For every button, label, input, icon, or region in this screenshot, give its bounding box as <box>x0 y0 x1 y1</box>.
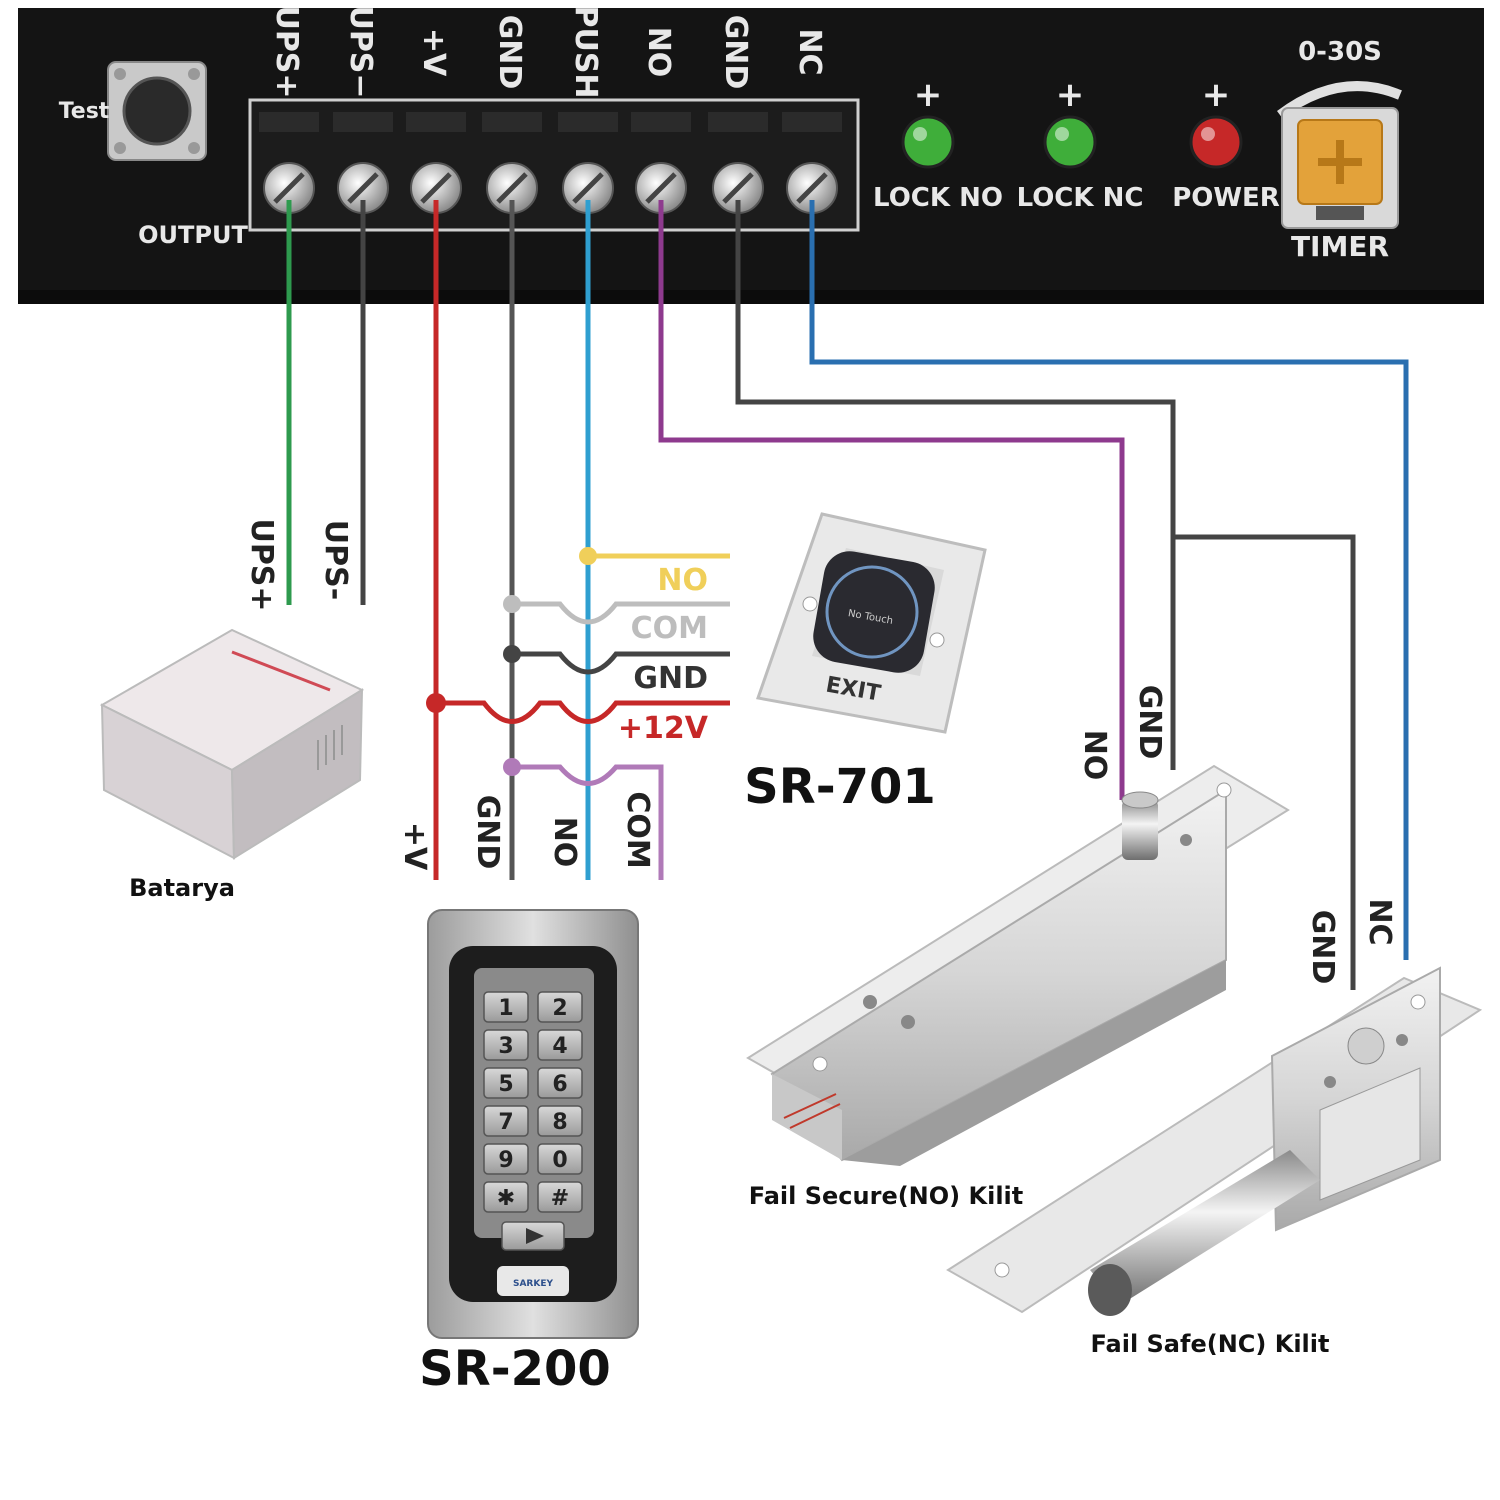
battery-wire-label-ups-plus: UPS+ <box>244 518 279 611</box>
keypad-key[interactable]: 7 <box>483 1105 529 1137</box>
keypad-key-label: 9 <box>498 1148 513 1173</box>
fail-safe-lock <box>946 966 1483 1316</box>
exit-button-device[interactable]: No Touch EXIT <box>756 512 987 734</box>
keypad-wire-label-plus-v: +V <box>397 822 432 871</box>
keypad-key[interactable]: # <box>537 1181 583 1213</box>
exit-label-gnd: GND <box>633 661 708 696</box>
enter-icon <box>526 1228 544 1244</box>
fail-safe-wire-label-nc: NC <box>1362 898 1397 945</box>
keypad-brand: SARKEY <box>513 1279 553 1289</box>
wire-exit-12v <box>436 700 730 724</box>
keypad-key-label: 1 <box>498 996 513 1021</box>
led-polarity: + <box>1202 75 1231 115</box>
fail-secure-caption: Fail Secure(NO) Kilit <box>749 1182 1024 1210</box>
fail-secure-wire-label-no: NO <box>1077 730 1112 781</box>
terminal-label: UPS+ <box>269 5 304 98</box>
exit-label-no: NO <box>657 563 708 598</box>
led-lamp <box>1189 115 1243 169</box>
terminal-screw <box>558 112 618 214</box>
exit-label-com: COM <box>631 611 708 646</box>
terminal-label: NC <box>792 28 827 75</box>
keypad-key[interactable]: 4 <box>537 1029 583 1061</box>
fail-safe-wire-label-gnd: GND <box>1305 910 1340 985</box>
terminal-screw <box>482 112 542 214</box>
keypad-key-label: 5 <box>498 1072 513 1097</box>
terminal-screw <box>259 112 319 214</box>
test-button[interactable] <box>107 61 207 161</box>
keypad-key-label: 0 <box>552 1148 567 1173</box>
led-polarity: + <box>914 75 943 115</box>
keypad-key-label: 2 <box>552 996 567 1021</box>
keypad-key-label: 7 <box>498 1110 513 1135</box>
test-label: Test <box>59 99 110 124</box>
timer-range: 0-30S <box>1298 37 1382 67</box>
controller-panel: Test OUTPUT UPS+ UPS− +V GND PUSH NO GND NC + LO… <box>18 5 1484 304</box>
keypad-device[interactable]: 1 2 3 4 5 6 7 8 9 0 ✱ # SARKEY <box>427 909 639 1339</box>
led-polarity: + <box>1056 75 1085 115</box>
led-label: POWER <box>1172 183 1280 213</box>
terminal-label: PUSH <box>568 5 603 98</box>
fail-secure-lock <box>746 764 1290 1166</box>
keypad-key[interactable]: 8 <box>537 1105 583 1137</box>
keypad-key-label: 8 <box>552 1110 567 1135</box>
keypad-key-label: 6 <box>552 1072 567 1097</box>
keypad-wire-label-gnd: GND <box>470 795 505 870</box>
battery-box <box>99 628 365 860</box>
keypad-key[interactable]: 1 <box>483 991 529 1023</box>
led-lamp <box>901 115 955 169</box>
battery-wire-label-ups-minus: UPS- <box>318 520 353 600</box>
terminal-labels: UPS+ UPS− +V GND PUSH NO GND NC <box>269 5 827 98</box>
status-led: + POWER <box>1172 75 1280 213</box>
terminal-screw <box>631 112 691 214</box>
keypad-wire-label-com: COM <box>620 791 655 868</box>
wire-nc <box>809 200 1409 960</box>
keypad-enter-key[interactable] <box>501 1221 565 1251</box>
wire-no <box>658 200 1125 800</box>
fail-secure-wire-label-gnd: GND <box>1132 685 1167 760</box>
keypad-key[interactable]: 5 <box>483 1067 529 1099</box>
led-lamp <box>1043 115 1097 169</box>
timer-label: TIMER <box>1291 230 1389 263</box>
terminal-label: +V <box>416 28 451 77</box>
exit-model: SR-701 <box>744 759 936 815</box>
wire-exit-gnd <box>512 651 730 675</box>
keypad-key[interactable]: ✱ <box>483 1181 529 1213</box>
terminal-screw <box>333 112 393 214</box>
keypad-key[interactable]: 2 <box>537 991 583 1023</box>
keypad-key[interactable]: 6 <box>537 1067 583 1099</box>
status-leds: + LOCK NO + LOCK NC + POWER <box>873 75 1280 213</box>
terminal-label: GND <box>492 15 527 90</box>
keypad-key-label: 4 <box>552 1034 567 1059</box>
keypad-keys: 1 2 3 4 5 6 7 8 9 0 ✱ # <box>483 991 583 1251</box>
wire-exit-com <box>512 601 730 625</box>
terminal-screw <box>782 112 842 214</box>
exit-label-12v: +12V <box>618 711 709 746</box>
led-label: LOCK NC <box>1017 183 1144 213</box>
fail-safe-caption: Fail Safe(NC) Kilit <box>1091 1330 1330 1358</box>
status-led: + LOCK NO <box>873 75 1003 213</box>
terminal-label: UPS− <box>343 5 378 98</box>
terminal-screw <box>708 112 768 214</box>
terminal-screws <box>259 112 842 214</box>
led-label: LOCK NO <box>873 183 1003 213</box>
terminal-label: GND <box>718 15 753 90</box>
battery-caption: Batarya <box>129 874 235 902</box>
keypad-key-label: 3 <box>498 1034 513 1059</box>
keypad-key-label: ✱ <box>497 1186 515 1211</box>
keypad-key[interactable]: 3 <box>483 1029 529 1061</box>
wire-keypad-com <box>512 764 664 880</box>
keypad-key-label: # <box>551 1186 569 1211</box>
keypad-key[interactable]: 0 <box>537 1143 583 1175</box>
keypad-model: SR-200 <box>419 1341 611 1397</box>
output-label: OUTPUT <box>138 221 248 249</box>
wire-gnd-locks <box>735 200 1356 990</box>
wires <box>286 200 1409 990</box>
status-led: + LOCK NC <box>1017 75 1144 213</box>
keypad-key[interactable]: 9 <box>483 1143 529 1175</box>
terminal-label: NO <box>641 27 676 78</box>
keypad-wire-label-no: NO <box>547 817 582 868</box>
timer-potentiometer[interactable] <box>1281 107 1399 229</box>
